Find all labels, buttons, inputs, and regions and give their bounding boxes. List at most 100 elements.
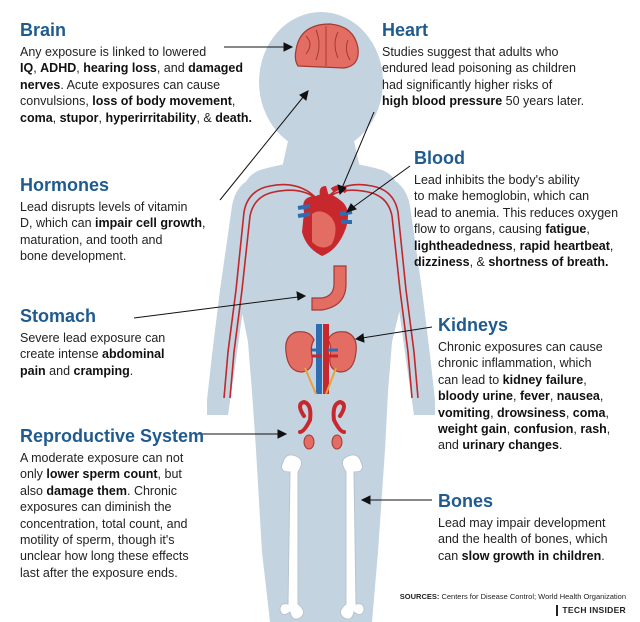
brain-text-run: damaged xyxy=(188,61,244,76)
kidneys-organ xyxy=(285,324,357,395)
bones-text-run: slow growth in children xyxy=(461,548,602,563)
stomach-text-run: cramping xyxy=(73,363,130,378)
heart-text-run: high blood pressure xyxy=(382,94,503,109)
stomach-text-run: pain xyxy=(20,363,46,378)
kidneys-text-run: , xyxy=(605,405,609,420)
kidneys-text-run: , xyxy=(606,422,611,437)
brain-text-run: Any exposure is linked to lowered xyxy=(20,45,207,59)
kidneys-text-run: and xyxy=(438,438,463,453)
kidneys-text-run: , xyxy=(573,422,581,437)
brain-text-run: death. xyxy=(215,110,253,125)
hormones-text-run: bone development. xyxy=(20,249,127,264)
kidneys-description: Chronic exposures can cause chronic infla… xyxy=(438,339,638,454)
sources-credit: SOURCES: Centers for Disease Control; Wo… xyxy=(400,592,626,601)
kidneys-text-run: , xyxy=(506,422,514,437)
hormones-text-run: , xyxy=(202,216,206,231)
hormones-title: Hormones xyxy=(20,175,110,195)
heart-text-run: 50 years later. xyxy=(502,94,585,109)
kidneys-text-run: chronic inflammation, which xyxy=(438,356,592,371)
blood-text-run: dizziness xyxy=(414,255,470,270)
blood-text-run: , & xyxy=(469,255,489,270)
brain-text-run: , xyxy=(76,61,84,76)
brain-text-run: , & xyxy=(196,110,216,125)
repro-text-run: motility of sperm, though it's xyxy=(20,533,175,548)
brain-text-run: hyperirritability xyxy=(105,110,197,125)
stomach-title: Stomach xyxy=(20,306,97,326)
blood-text-run: shortness of breath. xyxy=(488,255,609,270)
stomach-description: Severe lead exposure can create intense a… xyxy=(20,330,220,379)
stomach-text-run: create intense xyxy=(20,347,102,362)
kidneys-text-run: bloody urine xyxy=(438,389,513,404)
kidneys-text-run: , xyxy=(599,389,604,404)
blood-text-run: rapid heartbeat xyxy=(519,238,610,253)
blood-text-run: , xyxy=(609,238,614,253)
brain-text-run: , xyxy=(52,110,60,125)
kidneys-text-run: coma xyxy=(572,405,606,420)
repro-text-run: exposures can diminish the xyxy=(20,500,172,515)
hormones-section: Hormones Lead disrupts levels of vitamin… xyxy=(20,175,220,265)
brain-organ xyxy=(294,23,359,69)
blood-text-run: lead to anemia. This reduces oxygen xyxy=(414,205,619,220)
bones-text-run: can xyxy=(438,548,462,563)
brain-text-run: loss of body movement xyxy=(92,94,232,109)
bones-title: Bones xyxy=(438,491,494,511)
kidneys-title: Kidneys xyxy=(438,315,509,335)
blood-title: Blood xyxy=(414,148,465,168)
kidneys-text-run: , xyxy=(549,389,557,404)
bones-text-run: and the health of bones, which xyxy=(438,532,608,547)
blood-text-run: fatigue xyxy=(545,222,587,237)
repro-text-run: also xyxy=(20,483,47,498)
brain-text-run: . Acute exposures can cause xyxy=(60,77,221,92)
kidneys-text-run: can lead to xyxy=(438,372,503,387)
tech-insider-logo: TECH INSIDER xyxy=(556,605,626,616)
kidneys-text-run: , xyxy=(565,405,573,420)
brain-text-run: IQ xyxy=(20,61,34,76)
brain-title: Brain xyxy=(20,20,67,40)
kidneys-text-run: fever xyxy=(519,389,550,404)
blood-text-run: , xyxy=(512,238,520,253)
hormones-text-run: D, which can xyxy=(20,216,96,231)
reproductive-system-title: Reproductive System xyxy=(20,426,205,446)
brain-text-run: hearing loss xyxy=(83,61,157,76)
kidneys-text-run: . xyxy=(558,438,563,453)
kidneys-text-run: , xyxy=(513,389,520,404)
heart-organ xyxy=(297,185,353,256)
heart-title: Heart xyxy=(382,20,429,40)
brain-text-run: , and xyxy=(156,61,189,76)
heart-text-run: had significantly higher risks of xyxy=(382,77,553,92)
repro-text-run: lower sperm count xyxy=(46,467,158,482)
kidneys-text-run: nausea xyxy=(556,389,600,404)
kidneys-text-run: vomiting xyxy=(438,405,491,420)
repro-text-run: damage them xyxy=(46,483,127,498)
stomach-text-run: . xyxy=(129,363,134,378)
repro-text-run: last after the exposure ends. xyxy=(20,565,178,580)
kidneys-section: Kidneys Chronic exposures can cause chron… xyxy=(438,315,638,454)
brain-text-run: ADHD xyxy=(40,61,77,76)
brain-text-run: convulsions, xyxy=(20,94,93,109)
repro-text-run: A moderate exposure can not xyxy=(20,451,184,465)
kidneys-text-run: urinary changes xyxy=(462,438,559,453)
blood-text-run: flow to organs, causing xyxy=(414,222,546,237)
brain-text-run: coma xyxy=(20,110,53,125)
stomach-text-run: abdominal xyxy=(102,347,165,362)
brain-text-run: , xyxy=(231,94,236,109)
hormones-text-run: impair cell growth xyxy=(95,216,202,231)
stomach-text-run: Severe lead exposure can xyxy=(20,331,166,345)
brain-text-run: , xyxy=(98,110,106,125)
brain-text-run: , xyxy=(33,61,41,76)
reproductive-system-section: Reproductive System A moderate exposure … xyxy=(20,426,220,581)
kidneys-text-run: kidney failure xyxy=(502,372,584,387)
pointer-arrows xyxy=(133,42,433,505)
blood-text-run: Lead inhibits the body's ability xyxy=(414,173,580,187)
kidneys-text-run: Chronic exposures can cause xyxy=(438,340,603,354)
